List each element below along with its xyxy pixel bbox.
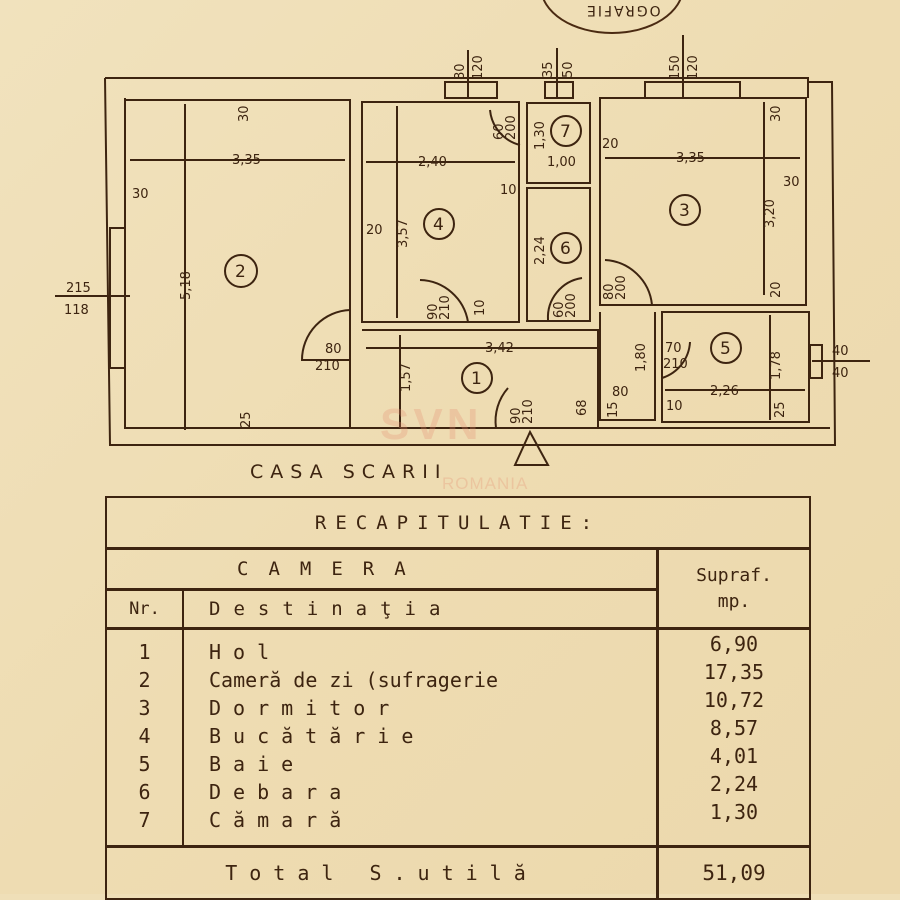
recap-title: RECAPITULATIE: [107,498,809,550]
watermark-brand: SVN [380,400,483,449]
row-nr: 4 [138,724,151,748]
header-suprafata: Supraf. mp. [659,550,809,627]
window-4-top: 215 [66,281,91,296]
total-value: 51,09 [702,861,766,885]
dim-niche-width: 80 [612,385,629,400]
dim-room5-height: 1,78 [769,351,784,380]
dim-hall-width: 3,42 [485,341,514,356]
row-nr: 6 [138,780,151,804]
dim-wall-30-left: 30 [132,187,149,202]
door-1-height: 210 [315,359,340,374]
window-3-top: 150 [668,55,683,80]
dim-wall-30-top: 30 [237,105,252,122]
total-row: Total S.utilă 51,09 [107,848,809,898]
room-7-label: 7 [560,122,571,142]
total-label: Total S.utilă [107,848,659,898]
window-4-bottom: 118 [64,303,89,318]
door-5-width: 70 [665,341,682,356]
dim-hall-height: 1,57 [399,363,414,392]
row-destinatia: Debara [209,780,354,804]
dim-wall-10-room4: 10 [500,183,517,198]
door-3-width: 60 [552,301,567,318]
dim-room2-height: 5,18 [179,271,194,300]
header-camera: CAMERA [107,550,656,591]
dim-room3-width: 3,35 [676,151,705,166]
dim-wall-15: 15 [606,401,621,418]
door-4-width: 80 [602,283,617,300]
door-3-height: 200 [564,293,579,318]
dim-room4-width: 2,40 [418,155,447,170]
room-1-label: 1 [471,369,482,389]
row-destinatia: Cămară [209,808,354,832]
dim-niche-height: 1,80 [634,343,649,372]
door-2-height: 210 [438,295,453,320]
room-3-label: 3 [679,201,690,221]
door-4-height: 200 [614,275,629,300]
dim-room7-width: 1,00 [547,155,576,170]
row-nr: 1 [138,640,151,664]
dim-wall-30-room3-top: 30 [769,105,784,122]
row-suprafata: 2,24 [709,772,759,796]
row-destinatia: Cameră de zi (sufragerie [209,668,498,692]
door-1-width: 80 [325,342,342,357]
row-suprafata: 8,57 [709,716,759,740]
watermark: SVN ROMANIA [380,400,527,493]
row-suprafata: 1,30 [709,800,759,824]
dim-room5-width: 2,26 [710,384,739,399]
row-nr: 3 [138,696,151,720]
header-suprafata-line1: Supraf. [696,564,772,586]
watermark-sub: ROMANIA [442,474,529,493]
window-1-bottom: 120 [471,55,486,80]
dim-room4-height: 3,57 [396,219,411,248]
door-2-width: 90 [426,303,441,320]
table-body: 1 2 3 4 5 6 7 Hol Cameră de zi (sufrager… [107,630,809,848]
room-6-label: 6 [560,239,571,259]
door-6-height: 210 [521,399,536,424]
door-6-width: 90 [509,407,524,424]
floor-plan: 2 4 7 6 3 1 5 3,35 5,18 2,40 3,57 3,35 3… [55,35,870,466]
dim-room7-height: 1,30 [533,121,548,150]
row-nr: 7 [138,808,151,832]
door-7-width: 60 [492,123,507,140]
table-header: CAMERA Nr. Destinaţia Supraf. mp. [107,550,809,630]
dim-room6-height: 2,24 [533,236,548,265]
row-suprafata: 17,35 [703,660,765,684]
window-5-top: 40 [832,344,849,359]
stairwell-caption: CASA SCARII [250,461,448,483]
row-nr: 2 [138,668,151,692]
dim-wall-20-room3: 20 [602,137,619,152]
door-7-height: 200 [504,115,519,140]
dim-wall-20-room4: 20 [366,223,383,238]
room-4-label: 4 [433,215,444,235]
row-destinatia: Baie [209,752,306,776]
dim-wall-30-room3-right: 30 [783,175,800,190]
door-5-height: 210 [663,357,688,372]
dim-wall-68: 68 [575,399,590,416]
dim-wall-10-bath: 10 [666,399,683,414]
room-5-label: 5 [720,339,731,359]
dim-room2-width: 3,35 [232,153,261,168]
row-destinatia: Bucătărie [209,724,426,748]
header-suprafata-line2: mp. [717,590,751,612]
dim-wall-25-room2: 25 [239,411,254,428]
window-3-bottom: 120 [686,55,701,80]
dim-wall-10-hall: 10 [473,299,488,316]
row-suprafata: 4,01 [709,744,759,768]
row-suprafata: 10,72 [703,688,765,712]
room-2-label: 2 [235,262,246,282]
row-destinatia: Dormitor [209,696,402,720]
header-destinatia: Destinaţia [209,598,454,620]
header-nr: Nr. [107,591,184,627]
recap-table: RECAPITULATIE: CAMERA Nr. Destinaţia Sup… [105,496,811,900]
dim-room3-height: 3,20 [763,199,778,228]
window-2-bottom: 50 [561,61,576,78]
dim-wall-20-room3-bottom: 20 [769,281,784,298]
row-nr: 5 [138,752,151,776]
window-5-bottom: 40 [832,366,849,381]
window-1-top: 80 [453,63,468,80]
row-suprafata: 6,90 [709,632,759,656]
window-2-top: 35 [541,61,556,78]
dim-wall-25-bath: 25 [773,401,788,418]
row-destinatia: Hol [209,640,282,664]
